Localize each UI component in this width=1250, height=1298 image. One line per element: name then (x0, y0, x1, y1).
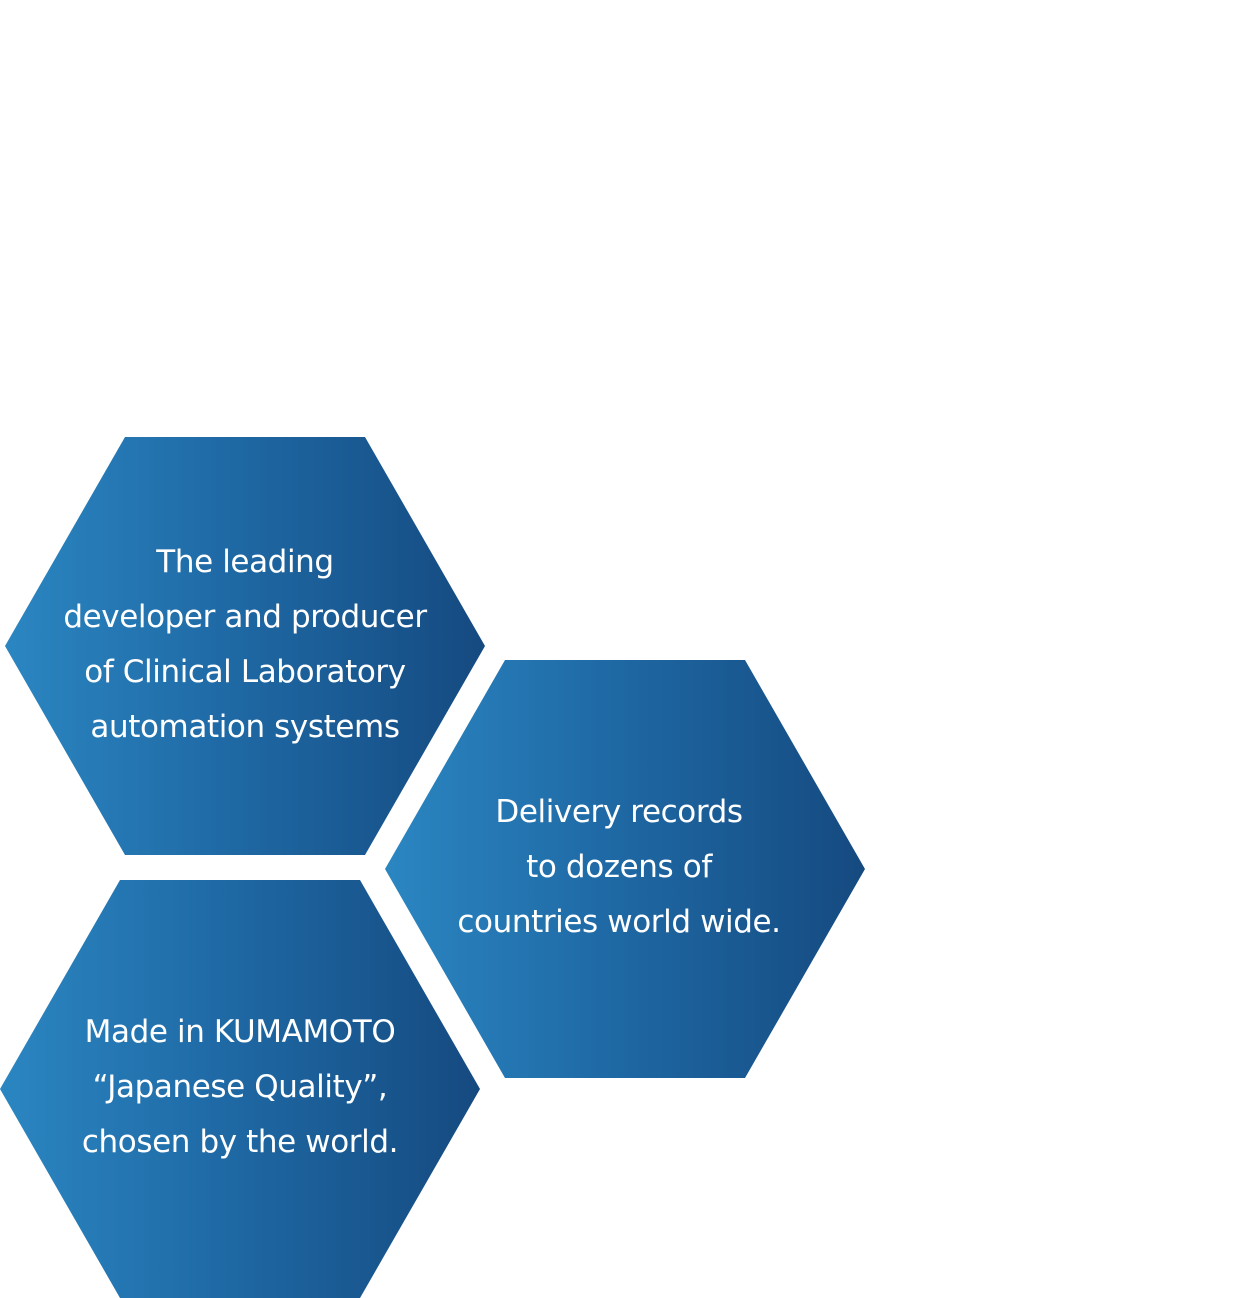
hexagon-made-in-kumamoto: Made in KUMAMOTO “Japanese Quality”, cho… (0, 880, 480, 1298)
hexagon-line: to dozens of (526, 848, 712, 885)
hexagon-text: Made in KUMAMOTO “Japanese Quality”, cho… (81, 1005, 399, 1170)
hexagon-line: of Clinical Laboratory (84, 654, 406, 690)
hexagon-line: “Japanese Quality”, (92, 1068, 388, 1105)
hexagon-line: Made in KUMAMOTO (84, 1013, 396, 1050)
hexagon-delivery-records: Delivery records to dozens of countries … (385, 660, 865, 1078)
hexagon-line: The leading (156, 544, 334, 580)
hexagon-line: chosen by the world. (81, 1123, 399, 1160)
hexagon-line: Delivery records (495, 793, 743, 830)
hexagon-leading-developer: The leading developer and producer of Cl… (5, 437, 485, 855)
hexagon-text: Delivery records to dozens of countries … (457, 785, 781, 950)
hexagon-text: The leading developer and producer of Cl… (63, 535, 427, 755)
hexagon-line: countries world wide. (457, 903, 781, 940)
hexagon-line: automation systems (90, 709, 400, 745)
hexagon-line: developer and producer (63, 599, 427, 635)
